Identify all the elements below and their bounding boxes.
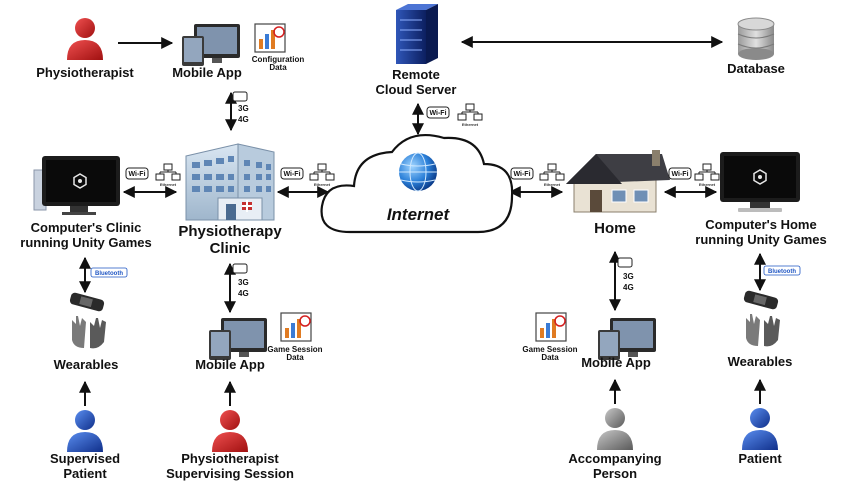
cellular-label: 3G 4G 3G 4G 3G 4G <box>238 104 634 298</box>
computer-clinic-label: Computer's Clinic running Unity Games <box>20 220 152 250</box>
configuration-data-label: Configuration Data <box>251 55 305 73</box>
devices-icon <box>182 24 240 66</box>
mobile-app-clinic-label: Mobile App <box>195 357 265 372</box>
bluetooth-label: Bluetooth Bluetooth <box>95 269 796 277</box>
person-icon <box>67 410 103 452</box>
patient-label: Patient <box>738 451 782 466</box>
svg-text:Wi-Fi: Wi-Fi <box>671 171 688 178</box>
devices-icon <box>209 318 267 360</box>
person-icon <box>597 408 633 450</box>
computer-home-label: Computer's Home running Unity Games <box>695 217 827 247</box>
wifi-badge-text: Wi-Fi Wi-Fi Wi-Fi Wi-Fi Wi-Fi <box>128 110 688 178</box>
svg-text:Bluetooth: Bluetooth <box>95 271 123 277</box>
svg-text:Ethernet: Ethernet <box>462 122 479 127</box>
wearables-icon <box>743 290 780 347</box>
svg-text:4G: 4G <box>623 283 634 292</box>
data-report-icon <box>280 312 312 342</box>
svg-text:Ethernet: Ethernet <box>160 182 177 187</box>
svg-text:Wi-Fi: Wi-Fi <box>513 171 530 178</box>
home-label: Home <box>594 220 636 237</box>
wifi-badge-icon <box>125 91 692 274</box>
physiotherapist-supervising-label: Physiotherapist Supervising Session <box>166 451 294 481</box>
unity-logo-icon <box>73 173 87 189</box>
game-session-data-clinic-label: Game Session Data <box>267 345 323 363</box>
svg-text:3G: 3G <box>238 278 249 287</box>
connection-arrows <box>79 36 766 406</box>
svg-text:Wi-Fi: Wi-Fi <box>283 171 300 178</box>
accompanying-person-label: Accompanying Person <box>568 451 662 481</box>
data-report-icon <box>535 312 567 342</box>
ethernet-icon <box>155 103 720 181</box>
physiotherapy-clinic-label: Physiotherapy Clinic <box>178 223 282 258</box>
bluetooth-badge-icon <box>90 265 801 278</box>
svg-text:Wi-Fi: Wi-Fi <box>429 110 446 117</box>
hospital-building-icon <box>185 143 275 221</box>
unity-logo-icon <box>753 169 767 185</box>
database-label: Database <box>727 61 785 76</box>
database-icon <box>737 17 775 60</box>
mobile-app-config-label: Mobile App <box>172 65 242 80</box>
wearables-clinic-label: Wearables <box>53 357 119 372</box>
devices-icon <box>598 318 656 360</box>
svg-text:Ethernet: Ethernet <box>544 182 561 187</box>
svg-text:Ethernet: Ethernet <box>314 182 331 187</box>
person-icon <box>67 18 103 60</box>
remote-cloud-server-label: Remote Cloud Server <box>375 67 457 97</box>
computer-icon <box>720 152 800 212</box>
person-icon <box>212 410 248 452</box>
svg-text:4G: 4G <box>238 289 249 298</box>
data-report-icon <box>254 23 286 53</box>
svg-text:Wi-Fi: Wi-Fi <box>128 171 145 178</box>
game-session-data-home-label: Game Session Data <box>522 345 578 363</box>
wearables-icon <box>69 292 106 349</box>
svg-text:Ethernet: Ethernet <box>699 182 716 187</box>
internet-label: Internet <box>386 205 450 224</box>
wearables-home-label: Wearables <box>727 354 793 369</box>
globe-icon <box>399 152 437 192</box>
physiotherapist-top-label: Physiotherapist <box>36 65 134 80</box>
svg-text:4G: 4G <box>238 115 249 124</box>
svg-text:3G: 3G <box>238 104 249 113</box>
svg-text:Bluetooth: Bluetooth <box>768 269 796 275</box>
supervised-patient-label: Supervised Patient <box>49 451 121 481</box>
server-icon <box>396 4 438 64</box>
mobile-app-home-label: Mobile App <box>581 355 651 370</box>
svg-text:3G: 3G <box>623 272 634 281</box>
house-icon <box>566 150 670 213</box>
ethernet-label-text: Ethernet Ethernet Ethernet Ethernet Ethe… <box>160 122 716 187</box>
person-icon <box>742 408 778 450</box>
